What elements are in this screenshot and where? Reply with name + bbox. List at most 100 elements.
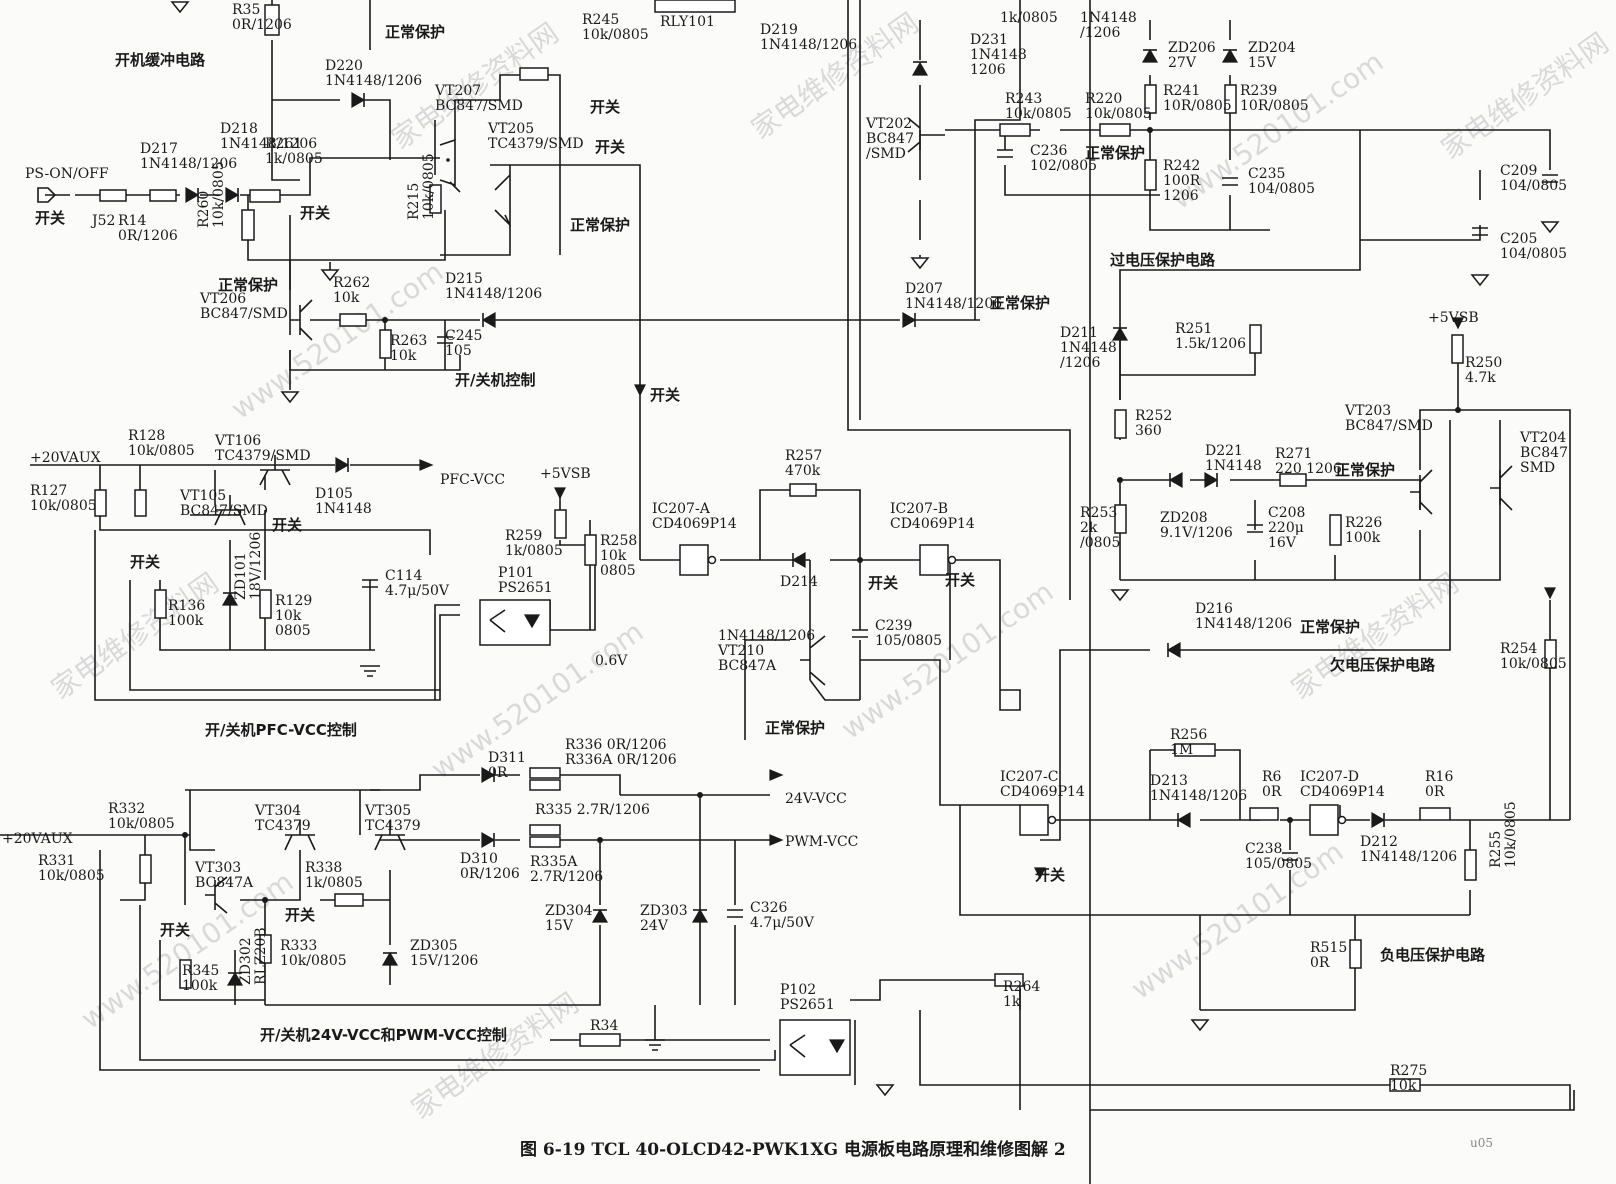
gate-IC207-D [1309,804,1347,836]
diode-D216 [1166,641,1181,659]
label-zd302: ZD302RLZ20B [238,927,269,985]
resistor-R251 [1249,324,1262,354]
ground-symbol [1110,589,1130,602]
label-overvoltage: 过电压保护电路 [1110,251,1216,269]
arrows [419,317,1556,880]
capacitor-C209 [1542,174,1558,183]
capacitor-C236 [997,149,1013,158]
junctions [182,127,1461,903]
resistor-R239 [1224,84,1237,114]
net-pwm-vcc: PWM-VCC [785,834,858,850]
watermark: 家电维修资料网 [405,986,584,1125]
transistor-VT203 [1410,469,1433,515]
resistor-R261 [249,189,281,203]
diode-D311 [481,766,496,784]
tag-onoff: 开关 [285,906,315,924]
resistor-R242 [1144,159,1157,191]
tag-onoff: 开关 [35,209,65,227]
resistor-R275 [1389,1078,1421,1092]
label-rly101: RLY101 [660,14,715,30]
ground-symbol [320,269,340,282]
gate-IC207-C [1019,804,1057,836]
label-d214: D214 [780,574,818,590]
resistor-R220 [1099,123,1131,137]
ground-symbol [1540,221,1560,234]
resistor-R257 [789,483,817,497]
resistor-R336 [529,767,561,779]
diode-D211 [1111,326,1129,341]
resistor-R127 [94,489,107,517]
net-24v-vcc: 24V-VCC [785,791,847,807]
tag-normal-protect: 正常保护 [1335,461,1395,479]
diode-D310 [481,831,496,849]
label-pfc-control: 开/关机PFC-VCC控制 [205,721,357,739]
zener-ZD206 [1141,48,1159,63]
tag-normal-protect: 正常保护 [570,216,630,234]
tag-onoff: 开关 [1035,866,1065,884]
ground-symbol [170,1,190,14]
resistor-R128 [134,489,147,517]
label-r260: R26010k/0805 [196,161,227,228]
capacitor-C114 [362,579,378,588]
resistor-R34 [579,1033,621,1047]
tag-normal-protect: 正常保护 [385,23,445,41]
ground-symbol [280,391,300,404]
logic-gates [679,544,1347,836]
optocoupler-P101 [479,599,551,646]
net-20vaux: +20VAUX [2,831,73,847]
resistor-R335 [529,824,561,836]
resistor-R255 [1464,849,1477,881]
zener-ZD303 [691,908,709,923]
resistor-R256 [1174,743,1216,757]
capacitor-C326 [727,909,743,918]
diode-D105 [335,456,350,474]
resistor-R271 [1279,473,1307,487]
resistor-R338 [334,893,364,907]
transistor-VT305 [374,820,406,851]
ground-symbol [1190,1019,1210,1032]
tag-onoff: 开关 [272,516,302,534]
tag-normal-protect: 正常保护 [990,294,1050,312]
resistor-R35 [264,4,280,36]
resistor-R226 [1329,514,1342,546]
page-mark: u05 [1470,1136,1493,1150]
tag-onoff: 开关 [595,138,625,156]
watermark: 家电维修资料网 [1285,566,1464,705]
label-r335: R335 2.7R/1206 [535,802,650,818]
zener-ZD304 [591,908,609,923]
net-ps-on: PS-ON/OFF [25,166,109,182]
resistor-R136 [154,589,167,619]
label-power-control: 开/关机控制 [455,371,535,389]
diode-D207 [902,311,917,329]
transistor-VT206 [290,299,313,341]
